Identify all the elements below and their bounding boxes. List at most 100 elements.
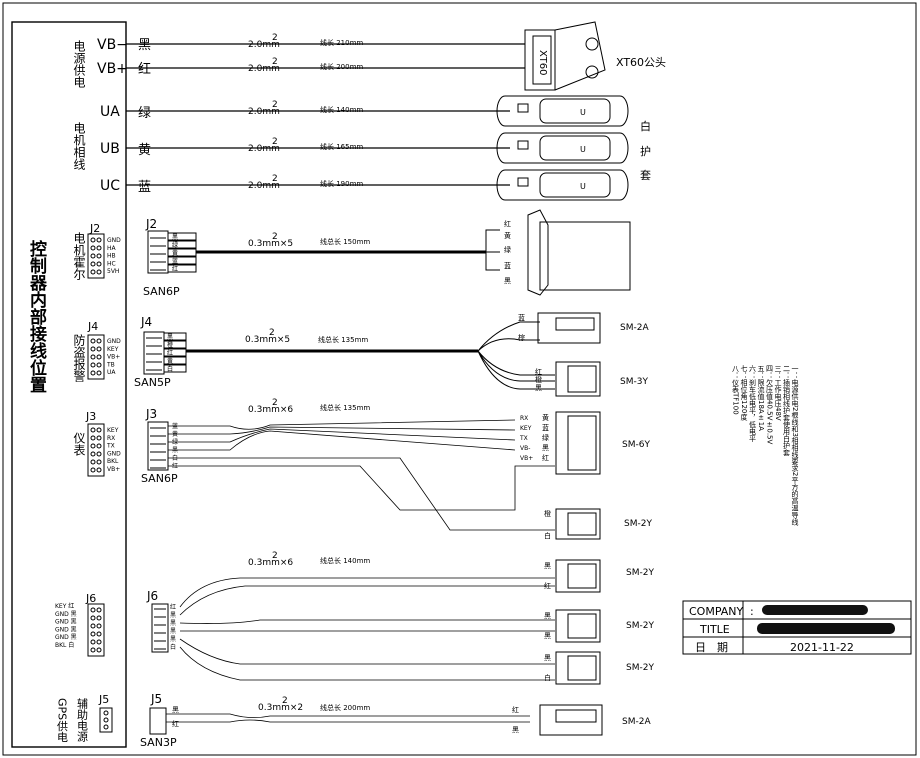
j6-ctrl-pin-label: GND 黑: [55, 611, 77, 618]
sm3y-connector: [555, 361, 601, 397]
sm6y-signal: KEY: [520, 425, 532, 432]
j2-wire-gauge: 0.3mm×5: [248, 239, 293, 249]
j4-wire-color: 白: [167, 365, 173, 373]
header-pin: [96, 253, 102, 259]
gauge-superscript: 2: [272, 232, 278, 242]
j2-out-color: 红: [504, 219, 511, 228]
sm2y-wire-color: 白: [544, 531, 551, 540]
gauge-superscript: 2: [282, 696, 288, 706]
header-pin-label: TX: [106, 443, 115, 450]
section-gps: GPS供电: [56, 698, 69, 742]
power-wire-gauge: 2.0mm: [248, 64, 280, 74]
redaction-mark: [757, 623, 895, 634]
j2-wire-sleeve: [167, 264, 197, 273]
gauge-superscript: 2: [272, 137, 278, 147]
j3-wire: [168, 428, 516, 443]
header-pin: [90, 443, 96, 449]
sm6y-wire-color: 绿: [542, 433, 549, 442]
j3-wire: [168, 457, 555, 531]
header-pin: [90, 607, 96, 613]
sleeve-label-char: 套: [640, 169, 651, 182]
phase-wire-gauge: 2.0mm: [248, 107, 280, 117]
white-sleeve: [496, 169, 629, 201]
header-pin: [96, 427, 102, 433]
sm2y-wire-color: 橙: [544, 509, 551, 518]
j2-wire-color: 蓝: [172, 257, 178, 265]
xt60-connector-face: [532, 35, 552, 85]
power-pin-label: VB+: [97, 61, 128, 77]
header-pin: [96, 631, 102, 637]
sm2y-connector: [555, 651, 601, 685]
note-line: 八：仪表TF100: [732, 365, 740, 415]
header-pin: [96, 623, 102, 629]
j6-wire-color: 黑: [170, 636, 176, 643]
hall-connector-body: [539, 221, 631, 291]
date-value: 2021-11-22: [790, 641, 854, 654]
j4-wire-sleeve: [163, 340, 187, 349]
phase-wire-color: 蓝: [138, 180, 151, 195]
header-pin: [90, 435, 96, 441]
j3-wire: [168, 426, 516, 435]
header-pin: [90, 261, 96, 267]
j3-ctrl-header: [87, 423, 105, 477]
j6-wire: [179, 638, 555, 665]
sm2y-wire-color: 黑: [544, 632, 551, 640]
header-pin: [96, 269, 102, 275]
note-line: 六：刹车低电平，低电平: [749, 364, 757, 443]
header-pin: [96, 443, 102, 449]
section-hall: 电机霍尔: [72, 232, 86, 280]
j2-wire-color: 绿: [172, 241, 178, 249]
header-pin: [96, 435, 102, 441]
j6-label: J6: [146, 589, 158, 603]
header-pin: [90, 245, 96, 251]
j3-wire: [168, 465, 555, 511]
j6-wire: [179, 646, 555, 681]
terminal-mark: U: [580, 145, 586, 154]
sm2y-connector: [555, 508, 601, 540]
phase-wire-gauge: 2.0mm: [248, 181, 280, 191]
header-pin: [90, 427, 96, 433]
header-pin-label: 5VH: [107, 268, 119, 275]
sm2a-connector-inner: [555, 709, 597, 723]
header-pin: [103, 724, 109, 730]
header-pin: [90, 647, 96, 653]
sm2a-connector: [539, 704, 603, 736]
gauge-superscript: 2: [272, 100, 278, 110]
j2-ctrl-label: J2: [89, 222, 100, 235]
j6-ctrl-pin-label: GND 黑: [55, 619, 77, 626]
j2-out-color: 黄: [504, 231, 511, 240]
note-line: 三：工作电压48V: [774, 365, 782, 421]
sm2y-wire-color: 黑: [544, 654, 551, 662]
j4-type-label: SAN5P: [134, 376, 171, 389]
hall-connector-shell: [527, 209, 549, 296]
power-wire-length: 线长 200mm: [320, 62, 363, 71]
j4-branch-b: [477, 350, 555, 390]
j3-wire-length: 线总长 135mm: [320, 403, 370, 412]
sm2a-connector-inner: [555, 317, 595, 331]
header-pin-label: KEY: [107, 346, 119, 353]
j5-wire-color: 红: [172, 719, 179, 728]
j4-ctrl-label: J4: [87, 320, 98, 333]
sm6y-wire-color: 红: [542, 453, 549, 462]
j4-wire-gauge: 0.3mm×5: [245, 335, 290, 345]
terminal-mark: U: [580, 108, 586, 117]
phase-wire-gauge: 2.0mm: [248, 144, 280, 154]
header-pin-label: RX: [107, 435, 115, 442]
company-label: COMPANY: [689, 605, 744, 618]
sm2y-connector: [555, 609, 601, 643]
header-pin: [90, 354, 96, 360]
header-pin: [90, 237, 96, 243]
header-pin-label: VB+: [107, 466, 120, 473]
header-pin-label: GND: [107, 338, 121, 345]
header-pin: [90, 631, 96, 637]
gauge-superscript: 2: [269, 328, 275, 338]
sm2a-wire-color: 蓝: [518, 313, 525, 322]
gauge-superscript: 2: [272, 398, 278, 408]
j3-wire: [168, 430, 516, 451]
sm6y-connector: [555, 411, 601, 475]
j6-ctrl-pin-label: BKL 白: [55, 641, 74, 649]
note-line: 一：电源供电2根线和3相相线要求2平方的高温导线: [791, 365, 799, 526]
